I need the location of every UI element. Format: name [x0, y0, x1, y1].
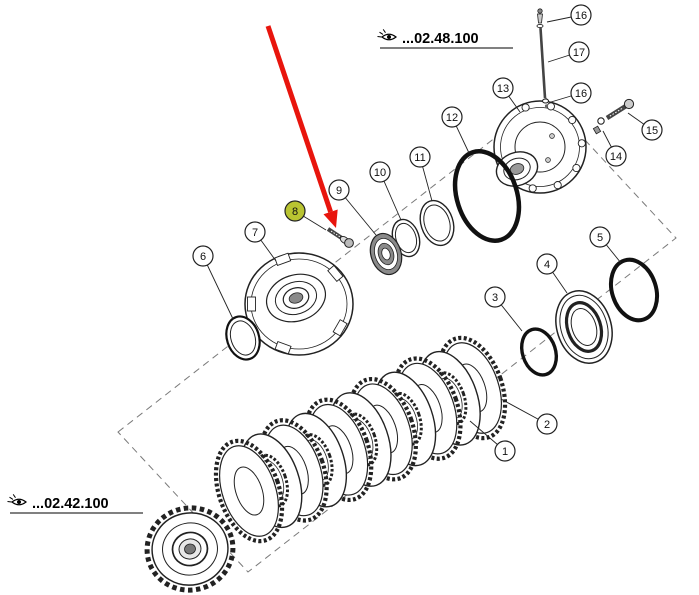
callout-12[interactable]: 12: [441, 106, 470, 154]
callout-16[interactable]: 16: [550, 82, 592, 104]
dashed-frame: [117, 97, 677, 573]
callout-number: 17: [573, 47, 585, 59]
callout-circle[interactable]: [409, 146, 431, 168]
callout-number: 6: [200, 251, 206, 263]
callout-circle[interactable]: [570, 82, 592, 104]
callout-number: 2: [544, 419, 550, 431]
callout-circle[interactable]: [284, 200, 306, 222]
part-o-ring-5: [608, 257, 660, 323]
part-disc-stack: [213, 335, 508, 544]
part-bolt-8: [326, 227, 354, 248]
part-rod-17: [536, 8, 549, 108]
callout-5[interactable]: 5: [589, 226, 622, 264]
part-seal-4: [555, 290, 613, 364]
callout-number: 13: [497, 83, 509, 95]
callout-14[interactable]: 14: [602, 130, 627, 167]
callout-leader: [202, 255, 234, 320]
ref-label: ...02.42.100: [32, 496, 109, 512]
callout-circle[interactable]: [244, 221, 266, 243]
callout-circle[interactable]: [192, 245, 214, 267]
callout-number: 8: [292, 206, 298, 218]
part-splined-hub: [144, 505, 236, 593]
diagram-ref-link[interactable]: ...02.48.100: [376, 28, 514, 49]
callout-2[interactable]: 2: [500, 398, 558, 435]
callout-circle[interactable]: [492, 77, 514, 99]
callout-11[interactable]: 11: [409, 146, 433, 202]
callout-circle[interactable]: [536, 253, 558, 275]
part-o-ring-12: [452, 149, 522, 243]
part-ring-6: [225, 315, 261, 361]
callout-number: 12: [446, 112, 458, 124]
part-fitting-14: [592, 117, 605, 135]
callout-7[interactable]: 7: [244, 221, 277, 262]
part-clutch-drum-7: [244, 252, 354, 356]
callout-circle[interactable]: [568, 41, 590, 63]
part-o-ring-3: [520, 327, 558, 377]
callout-number: 10: [374, 167, 386, 179]
callout-number: 16: [575, 10, 587, 22]
eye-icon: [6, 493, 27, 506]
callout-circle[interactable]: [641, 119, 663, 141]
callout-circle[interactable]: [328, 179, 350, 201]
callout-15[interactable]: 15: [627, 112, 663, 141]
callout-13[interactable]: 13: [492, 77, 521, 113]
callout-number: 14: [610, 151, 622, 163]
clutch-disc: [213, 438, 285, 544]
callout-number: 15: [646, 125, 658, 137]
callout-number: 5: [597, 232, 603, 244]
pointer-arrow-head: [323, 209, 338, 228]
callout-16[interactable]: 16: [546, 4, 592, 26]
callout-9[interactable]: 9: [328, 179, 377, 236]
callout-8[interactable]: 8: [284, 200, 327, 231]
callout-17[interactable]: 17: [547, 41, 590, 63]
callout-circle[interactable]: [369, 161, 391, 183]
callout-4[interactable]: 4: [536, 253, 568, 294]
callout-circle[interactable]: [605, 145, 627, 167]
callout-3[interactable]: 3: [484, 286, 523, 332]
pointer-arrow: [265, 25, 333, 213]
part-bolt-15: [605, 98, 635, 120]
callout-number: 11: [414, 152, 425, 164]
callout-number: 7: [252, 227, 258, 239]
eye-icon: [376, 28, 397, 41]
callout-number: 1: [502, 446, 508, 458]
callout-circle[interactable]: [536, 413, 558, 435]
part-bearing-9: [369, 232, 403, 276]
annotation-layer: 16 17 13 16 15 14 12 11 10 9 8 7 6 5 4 3 2 1 ...02.48.100.…: [6, 4, 663, 514]
callout-number: 16: [575, 88, 587, 100]
callout-1[interactable]: 1: [469, 420, 516, 462]
callout-circle[interactable]: [484, 286, 506, 308]
callout-circle[interactable]: [570, 4, 592, 26]
diagram-ref-link[interactable]: ...02.42.100: [6, 493, 144, 514]
callout-number: 3: [492, 292, 498, 304]
callout-number: 4: [544, 259, 550, 271]
part-pump-housing-13: [493, 100, 587, 194]
ref-label: ...02.48.100: [402, 31, 479, 47]
callout-circle[interactable]: [589, 226, 611, 248]
callout-circle[interactable]: [494, 440, 516, 462]
callout-circle[interactable]: [441, 106, 463, 128]
part-ring-11: [419, 199, 455, 247]
callout-6[interactable]: 6: [192, 245, 234, 320]
callout-number: 9: [336, 185, 342, 197]
callout-10[interactable]: 10: [369, 161, 402, 221]
